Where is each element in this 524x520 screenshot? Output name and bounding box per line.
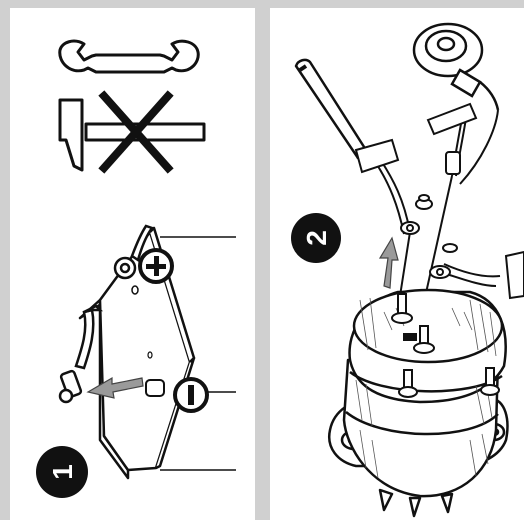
- battery-icon: [80, 228, 194, 478]
- step-2-number: 2: [301, 230, 332, 246]
- wrench-icon: [60, 41, 198, 72]
- step-1-number: 1: [47, 464, 78, 480]
- tape-roll-icon: [414, 24, 498, 110]
- direction-arrow-up: [380, 238, 398, 288]
- negative-cable: [60, 306, 100, 402]
- connectors: [401, 152, 460, 278]
- negative-symbol: [175, 379, 207, 411]
- step-2-badge: 2: [291, 213, 341, 263]
- step-1-badge: 1: [36, 446, 88, 498]
- positive-symbol: [140, 250, 172, 282]
- motor-icon: [329, 290, 507, 516]
